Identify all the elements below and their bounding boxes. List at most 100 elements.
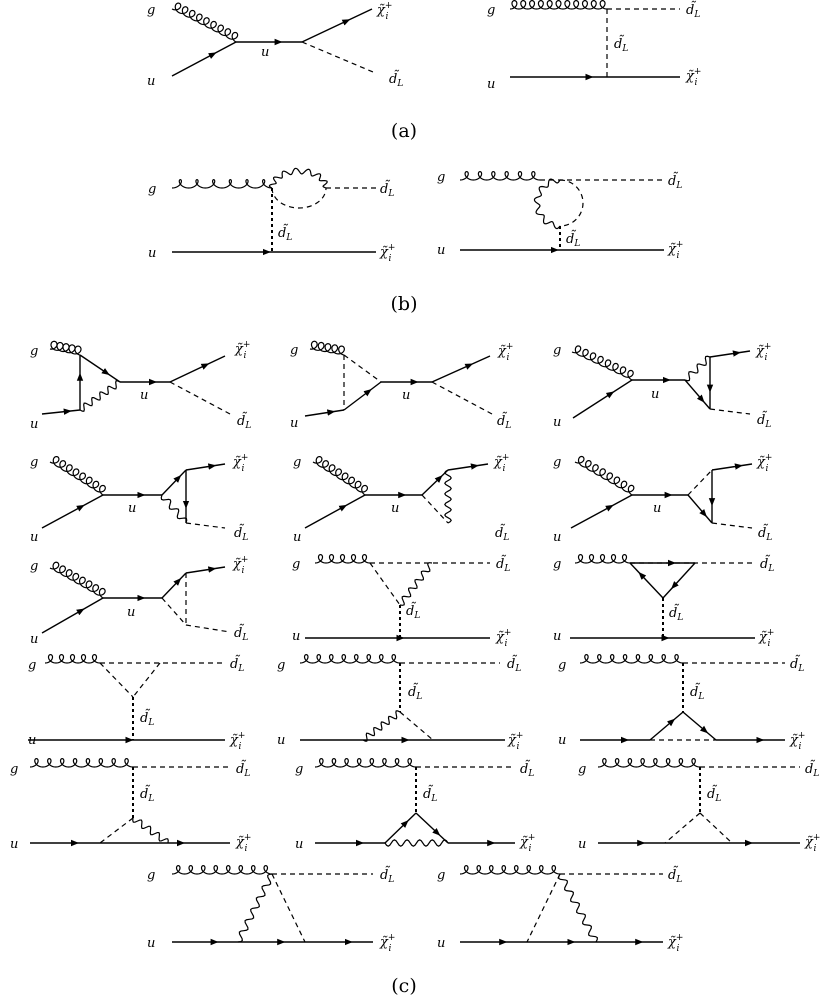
chargino-label: χ̃+i xyxy=(804,833,820,854)
fermion-line xyxy=(169,355,226,383)
gluon-label: g xyxy=(28,658,36,673)
gluon-line xyxy=(49,340,82,356)
gluon-line xyxy=(459,864,561,875)
gluon-label: g xyxy=(437,868,445,883)
gluon-label: g xyxy=(290,343,298,358)
squark-label: d̃L xyxy=(234,524,248,543)
gluon-label: g xyxy=(558,658,566,673)
gluon-line xyxy=(509,0,608,10)
squark-label: d̃L xyxy=(140,785,154,804)
quark-label: u xyxy=(128,501,136,516)
scalar-line xyxy=(132,662,161,698)
gluon-label: g xyxy=(148,182,156,197)
gluon-line xyxy=(171,178,273,189)
gluon-line xyxy=(29,757,134,768)
quark-label: u xyxy=(553,629,561,644)
quark-label: u xyxy=(148,246,156,261)
scalar-line xyxy=(687,469,713,496)
gluon-line xyxy=(171,864,273,875)
scalar-line xyxy=(343,354,382,383)
gluon-label: g xyxy=(30,455,38,470)
scalar-line xyxy=(526,873,561,943)
fermion-line xyxy=(384,812,417,844)
squark-label: d̃L xyxy=(690,683,704,702)
caption-c: (c) xyxy=(391,975,416,997)
squark-label: d̃L xyxy=(234,624,248,643)
scalar-line xyxy=(185,624,231,633)
squark-label: d̃L xyxy=(380,180,394,199)
quark-label: u xyxy=(261,45,269,60)
gluon-label: g xyxy=(277,658,285,673)
fermion-line xyxy=(185,463,226,471)
squark-label: d̃L xyxy=(614,35,628,54)
gluon-label: g xyxy=(437,170,445,185)
fermion-line xyxy=(662,562,696,599)
gluon-line xyxy=(299,653,401,664)
gluon-label: g xyxy=(147,868,155,883)
quark-label: u xyxy=(558,733,566,748)
gluon-line xyxy=(571,345,634,381)
chargino-label: χ̃+i xyxy=(379,243,395,264)
fermion-line xyxy=(304,494,366,529)
scalar-line xyxy=(709,408,751,415)
chargino-label: χ̃+i xyxy=(493,453,509,474)
gluon-label: g xyxy=(578,762,586,777)
gluon-label: g xyxy=(553,343,561,358)
fermion-line xyxy=(447,463,489,471)
gluon-line xyxy=(171,2,239,43)
quark-label: u xyxy=(10,837,18,852)
quark-label: u xyxy=(293,530,301,545)
squark-label: d̃L xyxy=(686,1,700,20)
chargino-label: χ̃+i xyxy=(376,1,392,22)
scalar-line xyxy=(301,41,374,73)
fermion-line xyxy=(415,812,449,844)
fermion-line xyxy=(682,711,717,741)
scalar-line xyxy=(699,812,733,844)
gluon-label: g xyxy=(553,557,561,572)
fermion-line xyxy=(161,572,187,599)
quark-label: u xyxy=(578,837,586,852)
quark-label: u xyxy=(653,501,661,516)
chargino-label: χ̃+i xyxy=(235,833,251,854)
gaugino-wavy-line xyxy=(558,873,598,943)
chargino-label: χ̃+i xyxy=(667,240,683,261)
gaugino-wavy-line xyxy=(79,380,121,412)
quark-label: u xyxy=(437,936,445,951)
squark-label: d̃L xyxy=(237,412,251,431)
fermion-line xyxy=(161,469,187,496)
fermion-line xyxy=(343,381,382,411)
caption-b: (b) xyxy=(391,293,418,315)
scalar-line xyxy=(711,522,753,529)
quark-label: u xyxy=(651,387,659,402)
scalar-line xyxy=(399,711,434,741)
squark-label: d̃L xyxy=(408,683,422,702)
chargino-label: χ̃+i xyxy=(379,933,395,954)
gluon-label: g xyxy=(295,762,303,777)
squark-label: d̃L xyxy=(496,555,510,574)
gluon-line xyxy=(574,455,635,496)
fermion-line xyxy=(711,463,753,471)
gaugino-wavy-line xyxy=(399,562,433,606)
fermion-line xyxy=(185,566,226,574)
gaugino-loop-arc xyxy=(533,178,561,230)
gluon-line xyxy=(314,757,417,768)
gluon-label: g xyxy=(293,455,301,470)
squark-label: d̃L xyxy=(389,70,403,89)
scalar-line xyxy=(161,597,187,626)
fermion-line xyxy=(304,409,345,417)
squark-label: d̃L xyxy=(495,524,509,543)
gluon-line xyxy=(314,553,371,564)
squark-label: d̃L xyxy=(140,709,154,728)
squark-label: d̃L xyxy=(497,412,511,431)
chargino-label: χ̃+i xyxy=(507,731,523,752)
gaugino-wavy-line xyxy=(160,494,188,524)
chargino-label: χ̃+i xyxy=(755,342,771,363)
caption-group: (a) (b) (c) xyxy=(391,120,418,997)
chargino-label: χ̃+i xyxy=(495,628,511,649)
fermion-line xyxy=(171,41,237,77)
quark-label: u xyxy=(277,733,285,748)
squark-label: d̃L xyxy=(760,555,774,574)
chargino-label: χ̃+i xyxy=(232,453,248,474)
fermion-line xyxy=(301,8,373,43)
gluon-label: g xyxy=(30,344,38,359)
